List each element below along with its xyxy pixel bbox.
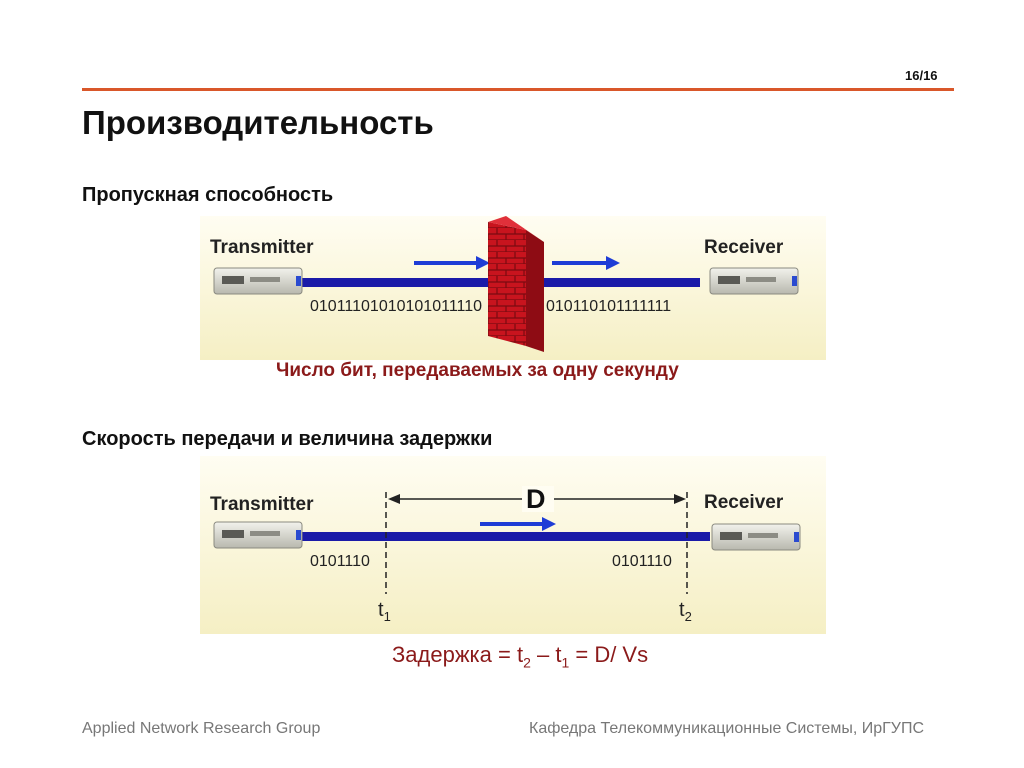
distance-label-bg xyxy=(522,486,554,512)
distance-label: D xyxy=(526,484,546,514)
bits-left: 0101110 xyxy=(310,553,370,570)
bandwidth-diagram-svg: Transmitter Receiver 0101110101010101111… xyxy=(200,216,826,360)
footer-right: Кафедра Телекоммуникационные Системы, Ир… xyxy=(529,720,924,737)
arrow-icon xyxy=(480,517,556,531)
page-number: 16/16 xyxy=(905,68,938,83)
arrow-right-icon xyxy=(552,256,620,270)
transmitter-label: Transmitter xyxy=(210,494,314,515)
delay-diagram-svg: Transmitter Receiver D 0101110 0101110 xyxy=(200,456,826,634)
firewall-icon xyxy=(488,216,544,352)
bits-right: 0101110 xyxy=(612,553,672,570)
section-heading-delay: Скорость передачи и величина задержки xyxy=(82,428,493,450)
delay-diagram: Transmitter Receiver D 0101110 0101110 xyxy=(200,456,826,634)
receiver-device-icon xyxy=(711,523,801,551)
section-heading-bandwidth: Пропускная способность xyxy=(82,184,334,206)
receiver-label: Receiver xyxy=(704,492,784,513)
page-title: Производительность xyxy=(82,104,434,141)
t1-label: t1 xyxy=(378,599,391,624)
receiver-device-icon xyxy=(709,267,799,295)
bits-left: 01011101010101011110 xyxy=(310,298,482,315)
footer-left: Applied Network Research Group xyxy=(82,720,321,737)
arrow-left-icon xyxy=(414,256,490,270)
transmitter-device-icon xyxy=(213,521,303,549)
link-line xyxy=(300,532,710,541)
receiver-label: Receiver xyxy=(704,237,784,258)
bits-right: 010110101111111 xyxy=(546,298,671,315)
transmitter-device-icon xyxy=(213,267,303,295)
t2-label: t2 xyxy=(679,599,692,624)
header-divider xyxy=(82,88,954,91)
delay-formula: Задержка = t2 – t1 = D/ Vs xyxy=(392,642,649,671)
bandwidth-diagram: Transmitter Receiver 0101110101010101111… xyxy=(200,216,826,360)
transmitter-label: Transmitter xyxy=(210,237,314,258)
bandwidth-caption: Число бит, передаваемых за одну секунду xyxy=(276,360,679,381)
